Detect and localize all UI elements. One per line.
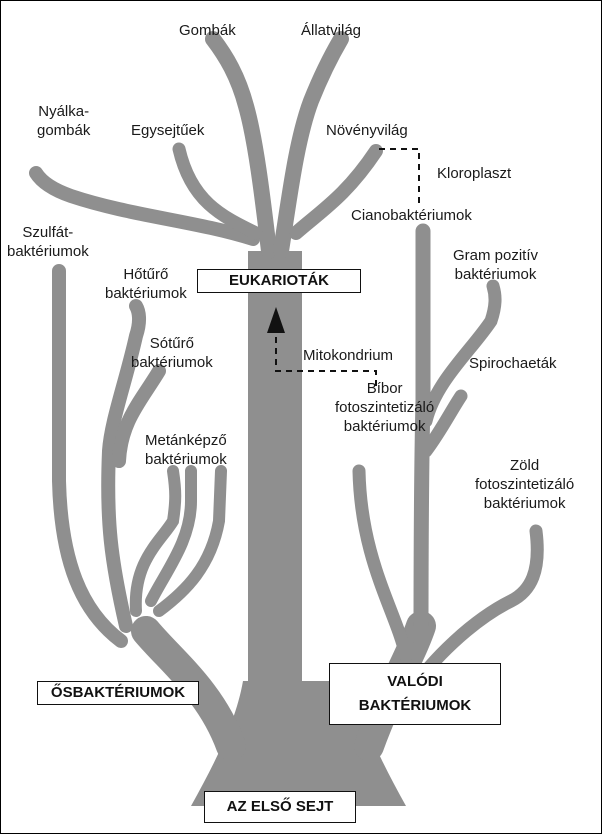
label-slime-molds: Nyálka- gombák (37, 102, 90, 140)
bacteria-box: VALÓDI BAKTÉRIUMOK (329, 663, 501, 725)
label-purple-line-1: Bíbor (335, 379, 434, 398)
label-cyanobacteria: Cianobaktériumok (351, 206, 472, 225)
chloroplast-line (379, 149, 419, 206)
label-slime-molds-line-1: Nyálka- (37, 102, 90, 121)
label-green-line-3: baktériumok (475, 494, 574, 513)
label-green-line-2: fotoszintetizáló (475, 475, 574, 494)
label-chloroplast: Kloroplaszt (437, 164, 511, 183)
label-thermophiles: Hőtűrő baktériumok (105, 265, 187, 303)
bacteria-box-line-1: VALÓDI (330, 670, 500, 694)
label-purple-line-3: baktériumok (335, 417, 434, 436)
label-gram-positive: Gram pozitív baktériumok (453, 246, 538, 284)
label-slime-molds-line-2: gombák (37, 121, 90, 140)
label-halophiles-line-2: baktériumok (131, 353, 213, 372)
label-mitochondrion: Mitokondrium (303, 346, 393, 365)
label-sulfate: Szulfát- baktériumok (7, 223, 89, 261)
label-methanogens-line-1: Metánképző (145, 431, 227, 450)
label-sulfate-line-2: baktériumok (7, 242, 89, 261)
branch-purple (359, 471, 406, 656)
label-purple-line-2: fotoszintetizáló (335, 398, 434, 417)
label-plants: Növényvilág (326, 121, 408, 140)
label-gram-positive-line-2: baktériumok (453, 265, 538, 284)
bacteria-box-line-2: BAKTÉRIUMOK (330, 694, 500, 718)
label-green-line-1: Zöld (475, 456, 574, 475)
label-fungi: Gombák (179, 21, 236, 40)
label-sulfate-line-1: Szulfát- (7, 223, 89, 242)
label-thermophiles-line-2: baktériumok (105, 284, 187, 303)
label-spirochaetes: Spirochaeták (469, 354, 557, 373)
label-gram-positive-line-1: Gram pozitív (453, 246, 538, 265)
label-methanogens-line-2: baktériumok (145, 450, 227, 469)
archaea-box: ŐSBAKTÉRIUMOK (37, 681, 199, 705)
label-protists: Egysejtűek (131, 121, 204, 140)
label-animals: Állatvilág (301, 21, 361, 40)
label-purple: Bíbor fotoszintetizáló baktériumok (335, 379, 434, 436)
label-green: Zöld fotoszintetizáló baktériumok (475, 456, 574, 513)
eukaryotes-box: EUKARIOTÁK (197, 269, 361, 293)
branch-cyanobacteria (421, 231, 423, 641)
label-halophiles-line-1: Sótűrő (131, 334, 213, 353)
root-box: AZ ELSŐ SEJT (204, 791, 356, 823)
label-methanogens: Metánképző baktériumok (145, 431, 227, 469)
label-halophiles: Sótűrő baktériumok (131, 334, 213, 372)
label-thermophiles-line-1: Hőtűrő (105, 265, 187, 284)
